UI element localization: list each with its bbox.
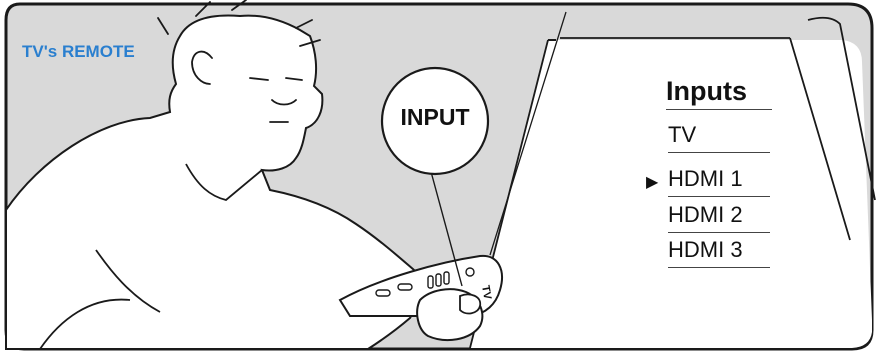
menu-item-hdmi1[interactable]: HDMI 1 [668,166,770,197]
menu-item-hdmi2[interactable]: HDMI 2 [668,202,770,233]
remote-label: TV's REMOTE [22,42,135,62]
menu-item-tv[interactable]: TV [668,122,770,153]
menu-title: Inputs [666,76,772,110]
selection-arrow-icon: ▶ [646,172,658,192]
menu-item-hdmi3[interactable]: HDMI 3 [668,237,770,268]
input-button-label: INPUT [386,104,484,131]
thumb [460,294,480,313]
